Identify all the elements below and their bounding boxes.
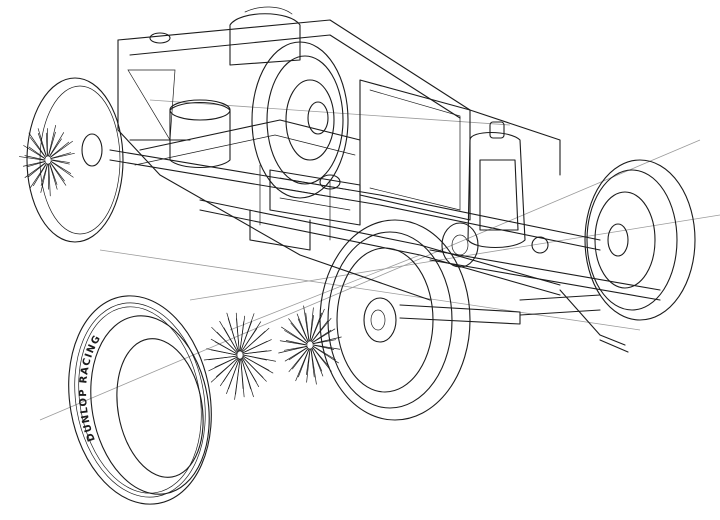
spoke xyxy=(49,163,58,190)
spoke xyxy=(310,308,325,342)
spoke xyxy=(29,163,47,189)
construction-lines xyxy=(39,99,720,421)
spoke xyxy=(50,159,70,165)
rear-wheel-left xyxy=(18,77,124,243)
spoke xyxy=(49,162,67,186)
radiator xyxy=(467,121,526,248)
spoke xyxy=(306,348,311,376)
spoke xyxy=(283,345,308,351)
spoke xyxy=(242,355,274,374)
spoke xyxy=(223,327,239,353)
spoke xyxy=(48,124,57,157)
spoke xyxy=(235,312,240,352)
spoke xyxy=(18,156,46,161)
spoke xyxy=(310,348,315,378)
spoke xyxy=(40,163,48,193)
spoke xyxy=(242,350,272,355)
spoke xyxy=(49,132,65,157)
spoke xyxy=(309,314,314,342)
spoke xyxy=(281,326,308,345)
spoke xyxy=(312,328,336,343)
spoke xyxy=(288,318,308,343)
front-wheel-left xyxy=(319,219,521,421)
spoke xyxy=(23,145,46,160)
spoke xyxy=(210,338,238,355)
rear-wheel-right xyxy=(251,41,349,199)
spoke xyxy=(48,131,56,157)
spoke xyxy=(49,140,73,158)
spoke xyxy=(288,347,309,373)
fuel-tank xyxy=(129,99,231,168)
spoke xyxy=(295,348,310,382)
front-wheel-right xyxy=(584,159,696,321)
spoke xyxy=(216,357,239,378)
spoke xyxy=(284,347,308,362)
spoke xyxy=(50,161,74,178)
spoke xyxy=(24,162,47,178)
spoke xyxy=(29,137,46,158)
rear-left-spokes xyxy=(18,124,75,197)
tire-tread xyxy=(74,302,206,498)
spoke xyxy=(239,315,246,352)
spoke xyxy=(240,321,253,352)
spoke xyxy=(22,161,46,167)
spoke xyxy=(50,162,65,182)
spoke xyxy=(203,355,238,361)
spoke xyxy=(50,160,72,174)
spoke xyxy=(40,163,48,186)
spoke xyxy=(242,356,267,382)
spoke xyxy=(242,339,272,354)
spoke xyxy=(278,346,308,354)
spoke xyxy=(50,152,75,159)
spoke xyxy=(312,345,339,364)
spoke xyxy=(312,336,342,344)
spoke xyxy=(279,340,308,346)
engine-block xyxy=(269,169,361,226)
spoke xyxy=(28,162,47,177)
spoke xyxy=(312,344,341,350)
spoke xyxy=(311,317,332,343)
spoke xyxy=(48,163,51,197)
steering-column xyxy=(559,289,629,353)
spoke xyxy=(226,312,239,352)
spoke xyxy=(241,357,260,388)
spoke xyxy=(216,331,238,354)
spoke xyxy=(241,358,252,390)
spoke xyxy=(241,327,270,353)
spoke xyxy=(285,340,308,346)
spoke xyxy=(33,163,47,187)
spoke xyxy=(312,339,337,345)
loose-tire: DUNLOP RACING xyxy=(68,295,212,505)
spoke xyxy=(50,152,72,159)
spoke xyxy=(49,141,70,158)
spoke xyxy=(305,312,310,342)
spoke xyxy=(234,358,241,400)
spoke xyxy=(220,358,239,387)
spoke xyxy=(241,328,258,352)
spoke xyxy=(242,354,277,362)
wire-spoke-set-front xyxy=(278,305,342,385)
spoke xyxy=(50,159,70,163)
spoke xyxy=(240,358,244,389)
spoke xyxy=(26,161,46,168)
spoke xyxy=(311,347,324,377)
spoke xyxy=(312,347,332,372)
body-shell xyxy=(117,6,561,301)
spoke xyxy=(24,155,46,161)
front-axle xyxy=(429,222,661,316)
chassis-frame xyxy=(109,149,601,296)
spoke xyxy=(37,128,47,157)
spoke xyxy=(296,313,309,343)
wire-spoke-set-rear xyxy=(203,312,277,400)
spoke xyxy=(28,146,46,159)
spoke xyxy=(28,132,47,158)
spoke xyxy=(206,348,238,356)
spoke xyxy=(49,138,62,157)
spoke xyxy=(226,358,240,395)
spoke xyxy=(214,356,238,368)
